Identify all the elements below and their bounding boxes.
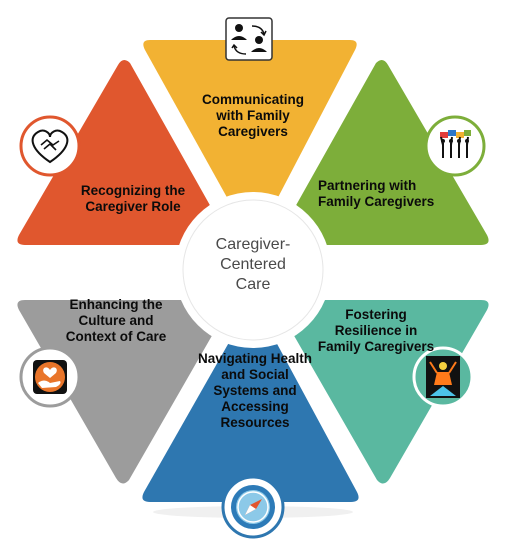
segment-label-recognizing: Recognizing the Caregiver Role [80, 183, 186, 214]
segment-label-enhancing: Enhancing the Culture and Context of Car… [65, 297, 167, 344]
segment-label-navigating: Navigating Health and Social Systems and… [197, 351, 313, 430]
segment-label-resilience: Fostering Resilience in Family Caregiver… [317, 307, 435, 354]
segment-communicating [143, 40, 357, 235]
segment-navigating [142, 309, 359, 502]
center-title: Caregiver- Centered Care [215, 236, 291, 293]
segment-enhancing [17, 300, 228, 484]
celebrating-person-icon [412, 346, 474, 408]
compass-icon [221, 475, 285, 539]
segment-resilience [278, 300, 489, 484]
segment-partnering [278, 59, 489, 245]
caring-hand-heart-icon [19, 346, 81, 408]
team-puzzle-icon [424, 115, 486, 177]
segment-label-partnering: Partnering with Family Caregivers [318, 178, 435, 209]
segment-recognizing [17, 59, 228, 245]
people-exchange-icon [225, 17, 273, 61]
handshake-heart-icon [19, 115, 81, 177]
segment-label-communicating: Communicating with Family Caregivers [201, 92, 304, 139]
